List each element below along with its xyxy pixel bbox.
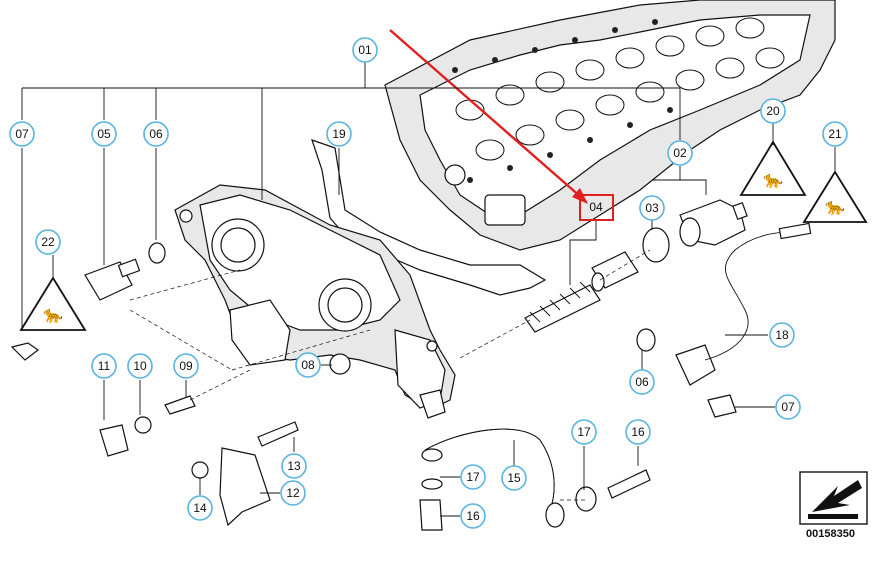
callout-21: 21: [822, 121, 848, 147]
callout-06: 06: [629, 369, 655, 395]
callout-circle: [143, 121, 169, 147]
callout-circle: [9, 121, 35, 147]
callout-20: 20: [760, 98, 786, 124]
callout-05: 05: [91, 121, 117, 147]
oil-pipe: [421, 428, 565, 528]
callout-13: 13: [281, 453, 307, 479]
callout-16: 16: [625, 419, 651, 445]
callout-circle: [639, 195, 665, 221]
callout-17: 17: [460, 464, 486, 490]
callout-label: 08: [301, 358, 315, 372]
callout-circle: [326, 121, 352, 147]
callout-label: 14: [193, 501, 207, 515]
callout-circle: [501, 465, 527, 491]
callout-label: 10: [133, 359, 147, 373]
callout-label: 04: [589, 200, 603, 214]
callout-18: 18: [769, 322, 795, 348]
callout-label: 16: [466, 509, 480, 523]
callout-15: 15: [501, 465, 527, 491]
callout-01: 01: [352, 37, 378, 63]
reference-number: 00158350: [806, 528, 855, 540]
callout-label: 06: [149, 127, 163, 141]
piston-spring: [524, 251, 639, 333]
callout-label: 22: [41, 235, 55, 249]
callout-circle: [91, 353, 117, 379]
callout-label: 16: [631, 425, 645, 439]
warning-triangle: 🐆: [19, 276, 87, 331]
callout-19: 19: [326, 121, 352, 147]
callout-12: 12: [280, 480, 306, 506]
callout-label: 19: [332, 127, 346, 141]
callout-11: 11: [91, 353, 117, 379]
callout-label: 01: [358, 43, 372, 57]
callout-label: 02: [673, 146, 687, 160]
callout-circle: [625, 419, 651, 445]
callout-label: 05: [97, 127, 111, 141]
callout-circle: [127, 353, 153, 379]
callout-14: 14: [187, 495, 213, 521]
callout-circle: [667, 140, 693, 166]
callout-circle: [173, 353, 199, 379]
callout-circle: [775, 394, 801, 420]
callout-circle: [571, 419, 597, 445]
warning-triangle: 🐆: [739, 140, 807, 196]
svg-text:🐆: 🐆: [763, 170, 783, 189]
callout-label: 13: [287, 459, 301, 473]
callout-circle: [352, 37, 378, 63]
callout-03: 03: [639, 195, 665, 221]
callout-circle: [281, 453, 307, 479]
callout-label: 07: [15, 127, 29, 141]
callout-label: 11: [98, 359, 111, 373]
callout-07: 07: [9, 121, 35, 147]
callout-circle: [295, 352, 321, 378]
vanos-unit: [174, 184, 456, 419]
sensor-left: [84, 242, 166, 301]
callout-circle: [187, 495, 213, 521]
callout-circle: [822, 121, 848, 147]
callout-label: 06: [635, 375, 649, 389]
callout-label: 20: [766, 104, 780, 118]
callout-label: 07: [781, 400, 795, 414]
callout-label: 21: [828, 127, 842, 141]
callout-08: 08: [295, 352, 321, 378]
callout-06: 06: [143, 121, 169, 147]
svg-text:🐆: 🐆: [825, 197, 845, 216]
callout-circle: [629, 369, 655, 395]
callout-circle: [35, 229, 61, 255]
callout-circle: [280, 480, 306, 506]
callout-17: 17: [571, 419, 597, 445]
cylinder-head: [384, 0, 836, 251]
callout-09: 09: [173, 353, 199, 379]
callout-label: 18: [775, 328, 789, 342]
callout-07: 07: [775, 394, 801, 420]
sensor-right: [636, 222, 812, 386]
callout-circle: [769, 322, 795, 348]
callout-22: 22: [35, 229, 61, 255]
callout-label: 15: [507, 471, 521, 485]
callout-label: 12: [286, 486, 300, 500]
callout-circle: [460, 464, 486, 490]
callout-circle: [760, 98, 786, 124]
callout-02: 02: [667, 140, 693, 166]
callout-circle: [91, 121, 117, 147]
callout-label: 17: [466, 470, 480, 484]
callout-04: 04: [589, 200, 603, 214]
direction-icon: [799, 471, 868, 525]
callout-layer: 01 07 05 06 19 20 21 02 03 04 22 18 06 07 11 10 09 08 13 12…: [9, 37, 848, 529]
fasteners: [10, 342, 737, 531]
callout-label: 03: [645, 201, 659, 215]
highlight-box: [579, 194, 614, 221]
solenoid-valve: [642, 199, 748, 263]
callout-10: 10: [127, 353, 153, 379]
callout-label: 17: [577, 425, 591, 439]
warning-triangle: 🐆: [802, 170, 868, 223]
callout-circle: [460, 503, 486, 529]
callout-16: 16: [460, 503, 486, 529]
leader-lines: [21, 62, 836, 517]
callout-label: 09: [179, 359, 193, 373]
svg-text:🐆: 🐆: [43, 305, 63, 324]
